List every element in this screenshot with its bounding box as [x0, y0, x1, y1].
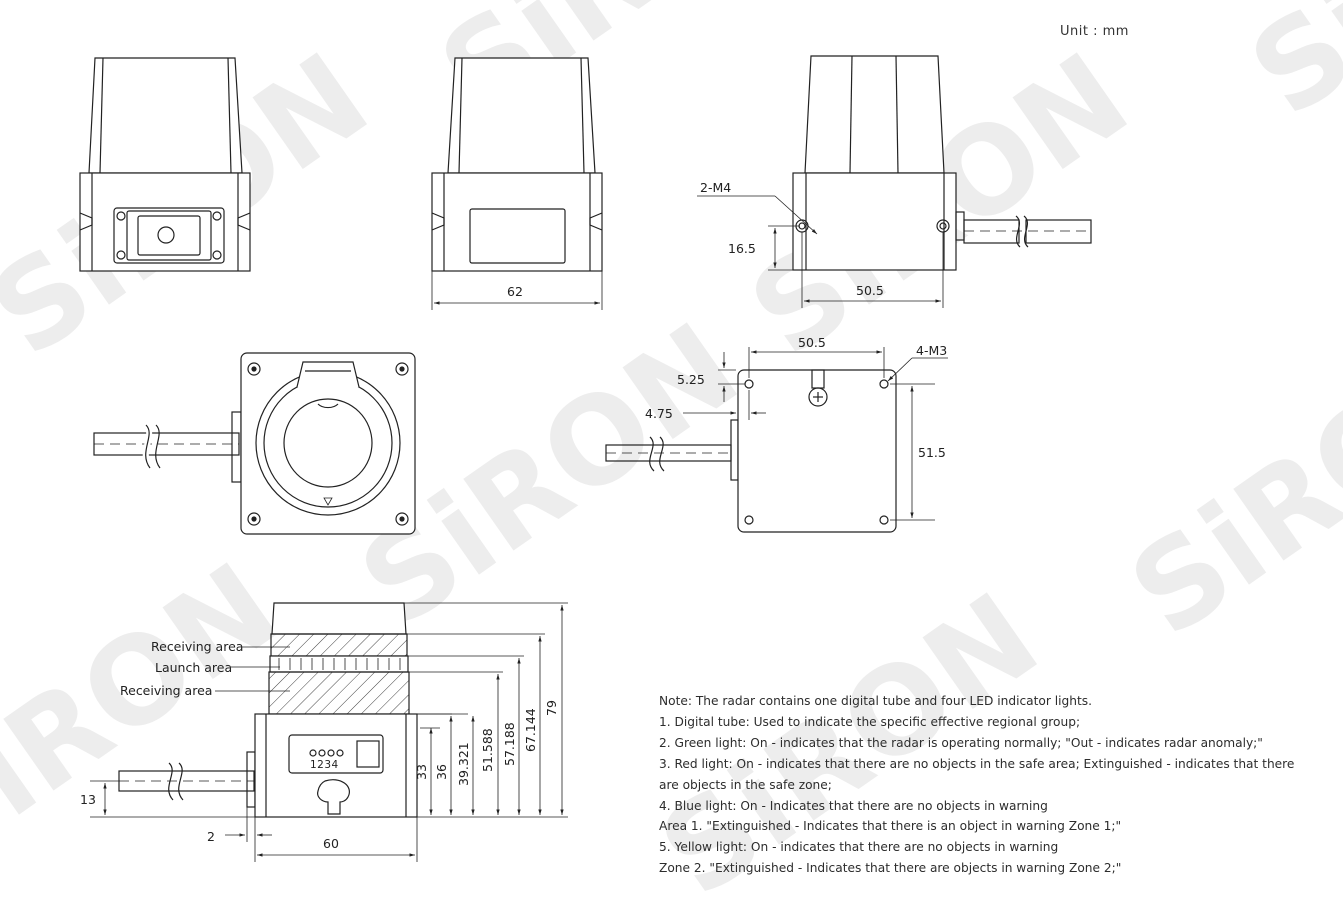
- dim-79: 79: [544, 700, 559, 716]
- watermark-4: SiRON: [1107, 308, 1343, 664]
- note-line: 5. Yellow light: On - indicates that the…: [659, 840, 1059, 855]
- front-elevation-view: [90, 602, 568, 862]
- top-view: [93, 352, 416, 535]
- watermark-8: SiRON: [1227, 0, 1343, 144]
- dim-2: 2: [207, 829, 215, 844]
- dim-front-width: 62: [507, 284, 523, 299]
- dim-side-height: 16.5: [728, 241, 756, 256]
- note-line: 2. Green light: On - indicates that the …: [659, 735, 1263, 750]
- label-receiving-area-top: Receiving area: [151, 639, 243, 654]
- label-2-m4: 2-M4: [700, 180, 731, 195]
- dim-36: 36: [434, 764, 449, 780]
- note-line: 3. Red light: On - indicates that there …: [659, 756, 1295, 792]
- unit-label: Unit : mm: [1060, 24, 1129, 39]
- label-4-m3: 4-M3: [916, 343, 947, 358]
- front-view-connector: [79, 57, 251, 272]
- label-launch-area: Launch area: [155, 660, 232, 675]
- dim-bottom-top-offset: 5.25: [677, 372, 705, 387]
- dimension-labels: 62 2-M4 16.5 50.5 50.5 4-M3 5.25 4.75 51…: [80, 180, 947, 851]
- dim-57188: 57.188: [502, 722, 517, 766]
- notes-block: Note: The radar contains one digital tub…: [659, 691, 1299, 879]
- note-line: 4. Blue light: On - Indicates that there…: [659, 798, 1048, 813]
- dim-bottom-height: 51.5: [918, 445, 946, 460]
- dim-39321: 39.321: [456, 742, 471, 786]
- note-line: 1. Digital tube: Used to indicate the sp…: [659, 714, 1081, 729]
- dim-bottom-width: 50.5: [798, 335, 826, 350]
- dim-67144: 67.144: [523, 708, 538, 752]
- label-receiving-area-bottom: Receiving area: [120, 683, 212, 698]
- note-line: Note: The radar contains one digital tub…: [659, 694, 1092, 708]
- note-line: Zone 2. "Extinguished - Indicates that t…: [659, 861, 1122, 876]
- front-view-window: [431, 57, 603, 310]
- note-line: Area 1. "Extinguished - Indicates that t…: [659, 819, 1122, 834]
- dim-side-width: 50.5: [856, 283, 884, 298]
- bottom-view: [605, 347, 948, 533]
- dim-33: 33: [414, 764, 429, 780]
- dim-bottom-left-offset: 4.75: [645, 406, 673, 421]
- dim-13: 13: [80, 792, 96, 807]
- side-view: [697, 55, 1092, 308]
- dim-51588: 51.588: [480, 728, 495, 772]
- led-number-labels: 1234: [310, 759, 339, 771]
- dim-60: 60: [323, 836, 339, 851]
